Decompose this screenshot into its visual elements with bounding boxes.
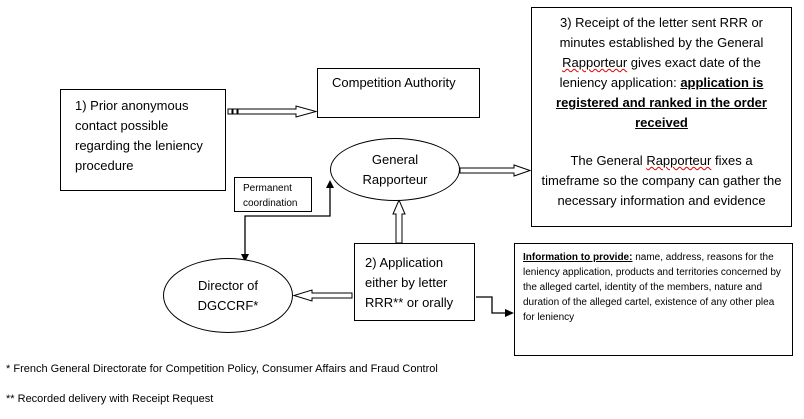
rapporteur-word-2: Rapporteur	[646, 153, 712, 168]
director-ellipse: Director of DGCCRF*	[163, 258, 293, 333]
arrowhead-down	[241, 254, 249, 262]
rapporteur-word: Rapporteur	[562, 55, 628, 70]
director-label: Director of DGCCRF*	[197, 277, 259, 313]
permanent-coordination-label: Permanent coordination	[243, 183, 298, 209]
timeframe-text: fixes a timeframe so the company can gat…	[541, 153, 782, 208]
footnote-2-marker: **	[6, 393, 15, 405]
information-box: Information to provide: name, address, r…	[514, 243, 793, 356]
timeframe-prefix: The General	[570, 153, 647, 168]
arrowhead-up	[326, 180, 334, 188]
receipt-emphasis: application is registered and ranked in …	[556, 75, 767, 130]
competition-authority-box: Competition Authority	[317, 68, 480, 118]
prior-contact-box: 1) Prior anonymous contact possible rega…	[60, 89, 226, 191]
arrow-to-director	[292, 289, 353, 302]
prior-contact-text: 1) Prior anonymous contact possible rega…	[75, 98, 203, 173]
footnote-1: * French General Directorate for Competi…	[6, 363, 438, 376]
information-title: Information to provide:	[523, 252, 633, 263]
general-rapporteur-label: General Rapporteur	[362, 151, 428, 187]
receipt-text-start: 3) Receipt of the letter sent RRR or min…	[559, 15, 764, 50]
general-rapporteur-ellipse: General Rapporteur	[330, 138, 460, 201]
information-body: name, address, reasons for the leniency …	[523, 252, 781, 323]
competition-authority-label: Competition Authority	[332, 75, 456, 90]
footnote-1-marker: *	[6, 363, 11, 375]
footnote-1-text: French General Directorate for Competiti…	[13, 363, 438, 375]
timeframe-paragraph: The General Rapporteur fixes a timeframe…	[540, 151, 783, 211]
permanent-coordination-box: Permanent coordination	[234, 177, 312, 212]
arrow-to-competition-authority	[237, 105, 318, 118]
arrowhead-right	[505, 309, 514, 317]
arrow-to-receipt-box	[459, 164, 532, 177]
coordination-connector	[244, 186, 331, 256]
dotted-connector	[227, 108, 238, 115]
footnote-2: ** Recorded delivery with Receipt Reques…	[6, 393, 213, 406]
footnote-2-text: Recorded delivery with Receipt Request	[17, 393, 214, 405]
application-text: 2) Application either by letter RRR** or…	[365, 255, 454, 310]
arrow-to-general-rapporteur	[392, 198, 406, 244]
receipt-paragraph: 3) Receipt of the letter sent RRR or min…	[540, 13, 783, 133]
receipt-box: 3) Receipt of the letter sent RRR or min…	[531, 7, 792, 227]
application-box: 2) Application either by letter RRR** or…	[354, 243, 475, 321]
information-connector	[476, 296, 506, 314]
receipt-text-middle: gives exact date of the leniency applica…	[559, 55, 761, 90]
